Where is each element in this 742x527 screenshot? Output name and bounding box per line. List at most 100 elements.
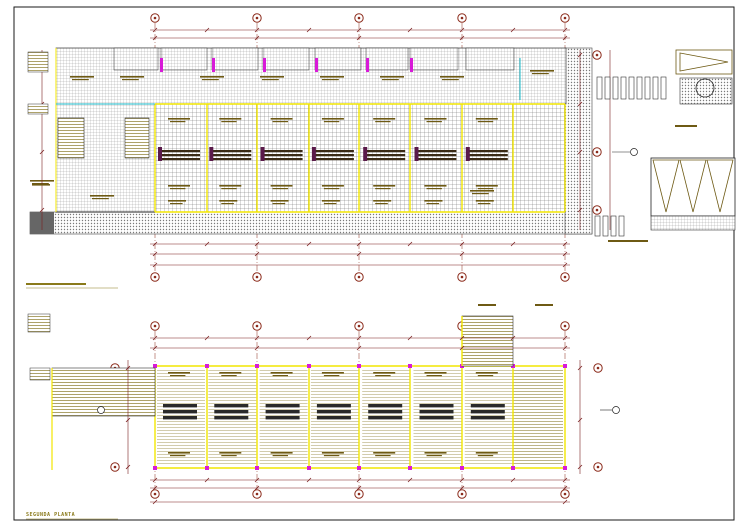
column-marker	[363, 147, 368, 161]
dim-upper-bottom-2-tick	[562, 251, 568, 257]
room-label	[424, 118, 447, 120]
column-marker	[465, 147, 470, 161]
room-label-sub	[426, 188, 442, 190]
dim-upper-top-2-tick	[254, 35, 260, 41]
lower-column-rear	[511, 466, 515, 470]
room-label	[320, 76, 344, 78]
court-wedge-2	[706, 159, 734, 213]
room-label	[321, 185, 344, 187]
room-label-sub	[32, 183, 49, 185]
room-label	[321, 118, 344, 120]
dim-lower-top-1-tick	[510, 335, 516, 341]
room-label-sub	[92, 198, 109, 200]
dim-tick	[577, 149, 583, 155]
dim-upper-bottom-1-tick	[562, 241, 568, 247]
dimension-lines	[39, 27, 638, 505]
room-label-sub	[426, 121, 442, 123]
upper-room-5	[365, 47, 409, 71]
dim-upper-bottom-3-tick	[152, 262, 158, 268]
desk-row	[262, 158, 303, 161]
detail-label-2	[608, 240, 648, 242]
parking-stall	[604, 76, 611, 100]
dim-lower-top-1-tick	[459, 335, 465, 341]
stair-label	[478, 304, 496, 306]
column-marker	[260, 147, 265, 161]
parking-stall	[644, 76, 651, 100]
lower-desk-row	[368, 410, 403, 414]
room-label-sub	[72, 79, 89, 81]
dim-lower-top-1-tick	[254, 335, 260, 341]
room-label-sub	[375, 203, 388, 205]
room-label-sub	[221, 188, 237, 190]
room-label-sub	[426, 375, 442, 377]
dim-lower-top-2-tick	[356, 345, 362, 351]
room-label-sub	[272, 203, 286, 205]
lower-column	[307, 364, 311, 368]
grid-bubble-lower-bottom-0-core	[153, 492, 157, 496]
room-label-sub	[477, 203, 491, 205]
room-label	[470, 190, 494, 192]
stair-left	[57, 117, 85, 159]
dim-upper-bottom-1-tick	[254, 241, 260, 247]
room-label-sub	[262, 79, 279, 81]
room-label	[373, 372, 396, 374]
dim-upper-bottom-1-tick	[356, 241, 362, 247]
lower-desk-row	[470, 416, 505, 420]
dim-tick	[125, 417, 131, 423]
lower-desk-row	[470, 404, 505, 408]
dim-lower-top-2-tick	[152, 345, 158, 351]
lower-desk-row	[265, 416, 300, 420]
room-label-sub	[477, 375, 494, 377]
room-label	[120, 76, 144, 78]
dim-upper-bottom-1-tick	[510, 241, 516, 247]
dim-lower-bottom-1-tick	[510, 477, 516, 483]
dim-lower-top-1-tick	[562, 335, 568, 341]
perimeter-walkway-bottom	[29, 211, 593, 235]
room-label-sub	[323, 121, 340, 123]
dim-upper-bottom-1-tick	[204, 241, 210, 247]
room-label	[168, 185, 190, 187]
grid-bubble-lower-top-0-core	[153, 324, 157, 328]
desk-row	[365, 158, 406, 161]
room-label-sub	[426, 203, 440, 205]
room-label-sub	[170, 375, 186, 377]
room-label	[270, 185, 293, 187]
grid-bubble-lower-side-2-core	[596, 366, 600, 370]
dim-lower-top-2-tick	[254, 345, 260, 351]
room-label	[380, 76, 404, 78]
dim-upper-top-2-tick	[356, 35, 362, 41]
lower-column-rear	[408, 466, 412, 470]
room-label	[475, 118, 498, 120]
room-label	[475, 452, 498, 454]
dim-upper-top-1-tick	[204, 27, 210, 33]
lower-desk-row	[419, 410, 454, 414]
desk-row	[313, 154, 354, 157]
desk-row	[467, 150, 508, 153]
lower-desk-row	[214, 416, 249, 420]
upper-room-3	[262, 47, 310, 71]
room-label	[270, 200, 289, 202]
grid-bubble-lower-top-2-core	[357, 324, 361, 328]
left-label	[32, 184, 50, 186]
parking-stall-bottom	[618, 215, 625, 237]
lower-left-detail-2	[29, 367, 51, 381]
dim-upper-bottom-2-tick	[254, 251, 260, 257]
room-label	[424, 372, 447, 374]
column-marker	[311, 147, 316, 161]
room-label	[168, 118, 190, 120]
dim-tick	[125, 365, 131, 371]
desk-row	[313, 150, 354, 153]
door-accent	[263, 58, 266, 72]
dim-upper-top-2-tick	[152, 35, 158, 41]
room-label	[168, 372, 190, 374]
room-label	[90, 195, 114, 197]
dim-upper-bottom-2-tick	[356, 251, 362, 257]
room-label	[260, 76, 284, 78]
lower-column	[205, 364, 209, 368]
entrance-arrow	[679, 52, 729, 72]
lower-desk-row	[163, 416, 197, 420]
room-label-sub	[170, 121, 186, 123]
desk-row	[365, 154, 406, 157]
dim-upper-bottom-1-tick	[306, 241, 312, 247]
dim-tick	[577, 365, 583, 371]
